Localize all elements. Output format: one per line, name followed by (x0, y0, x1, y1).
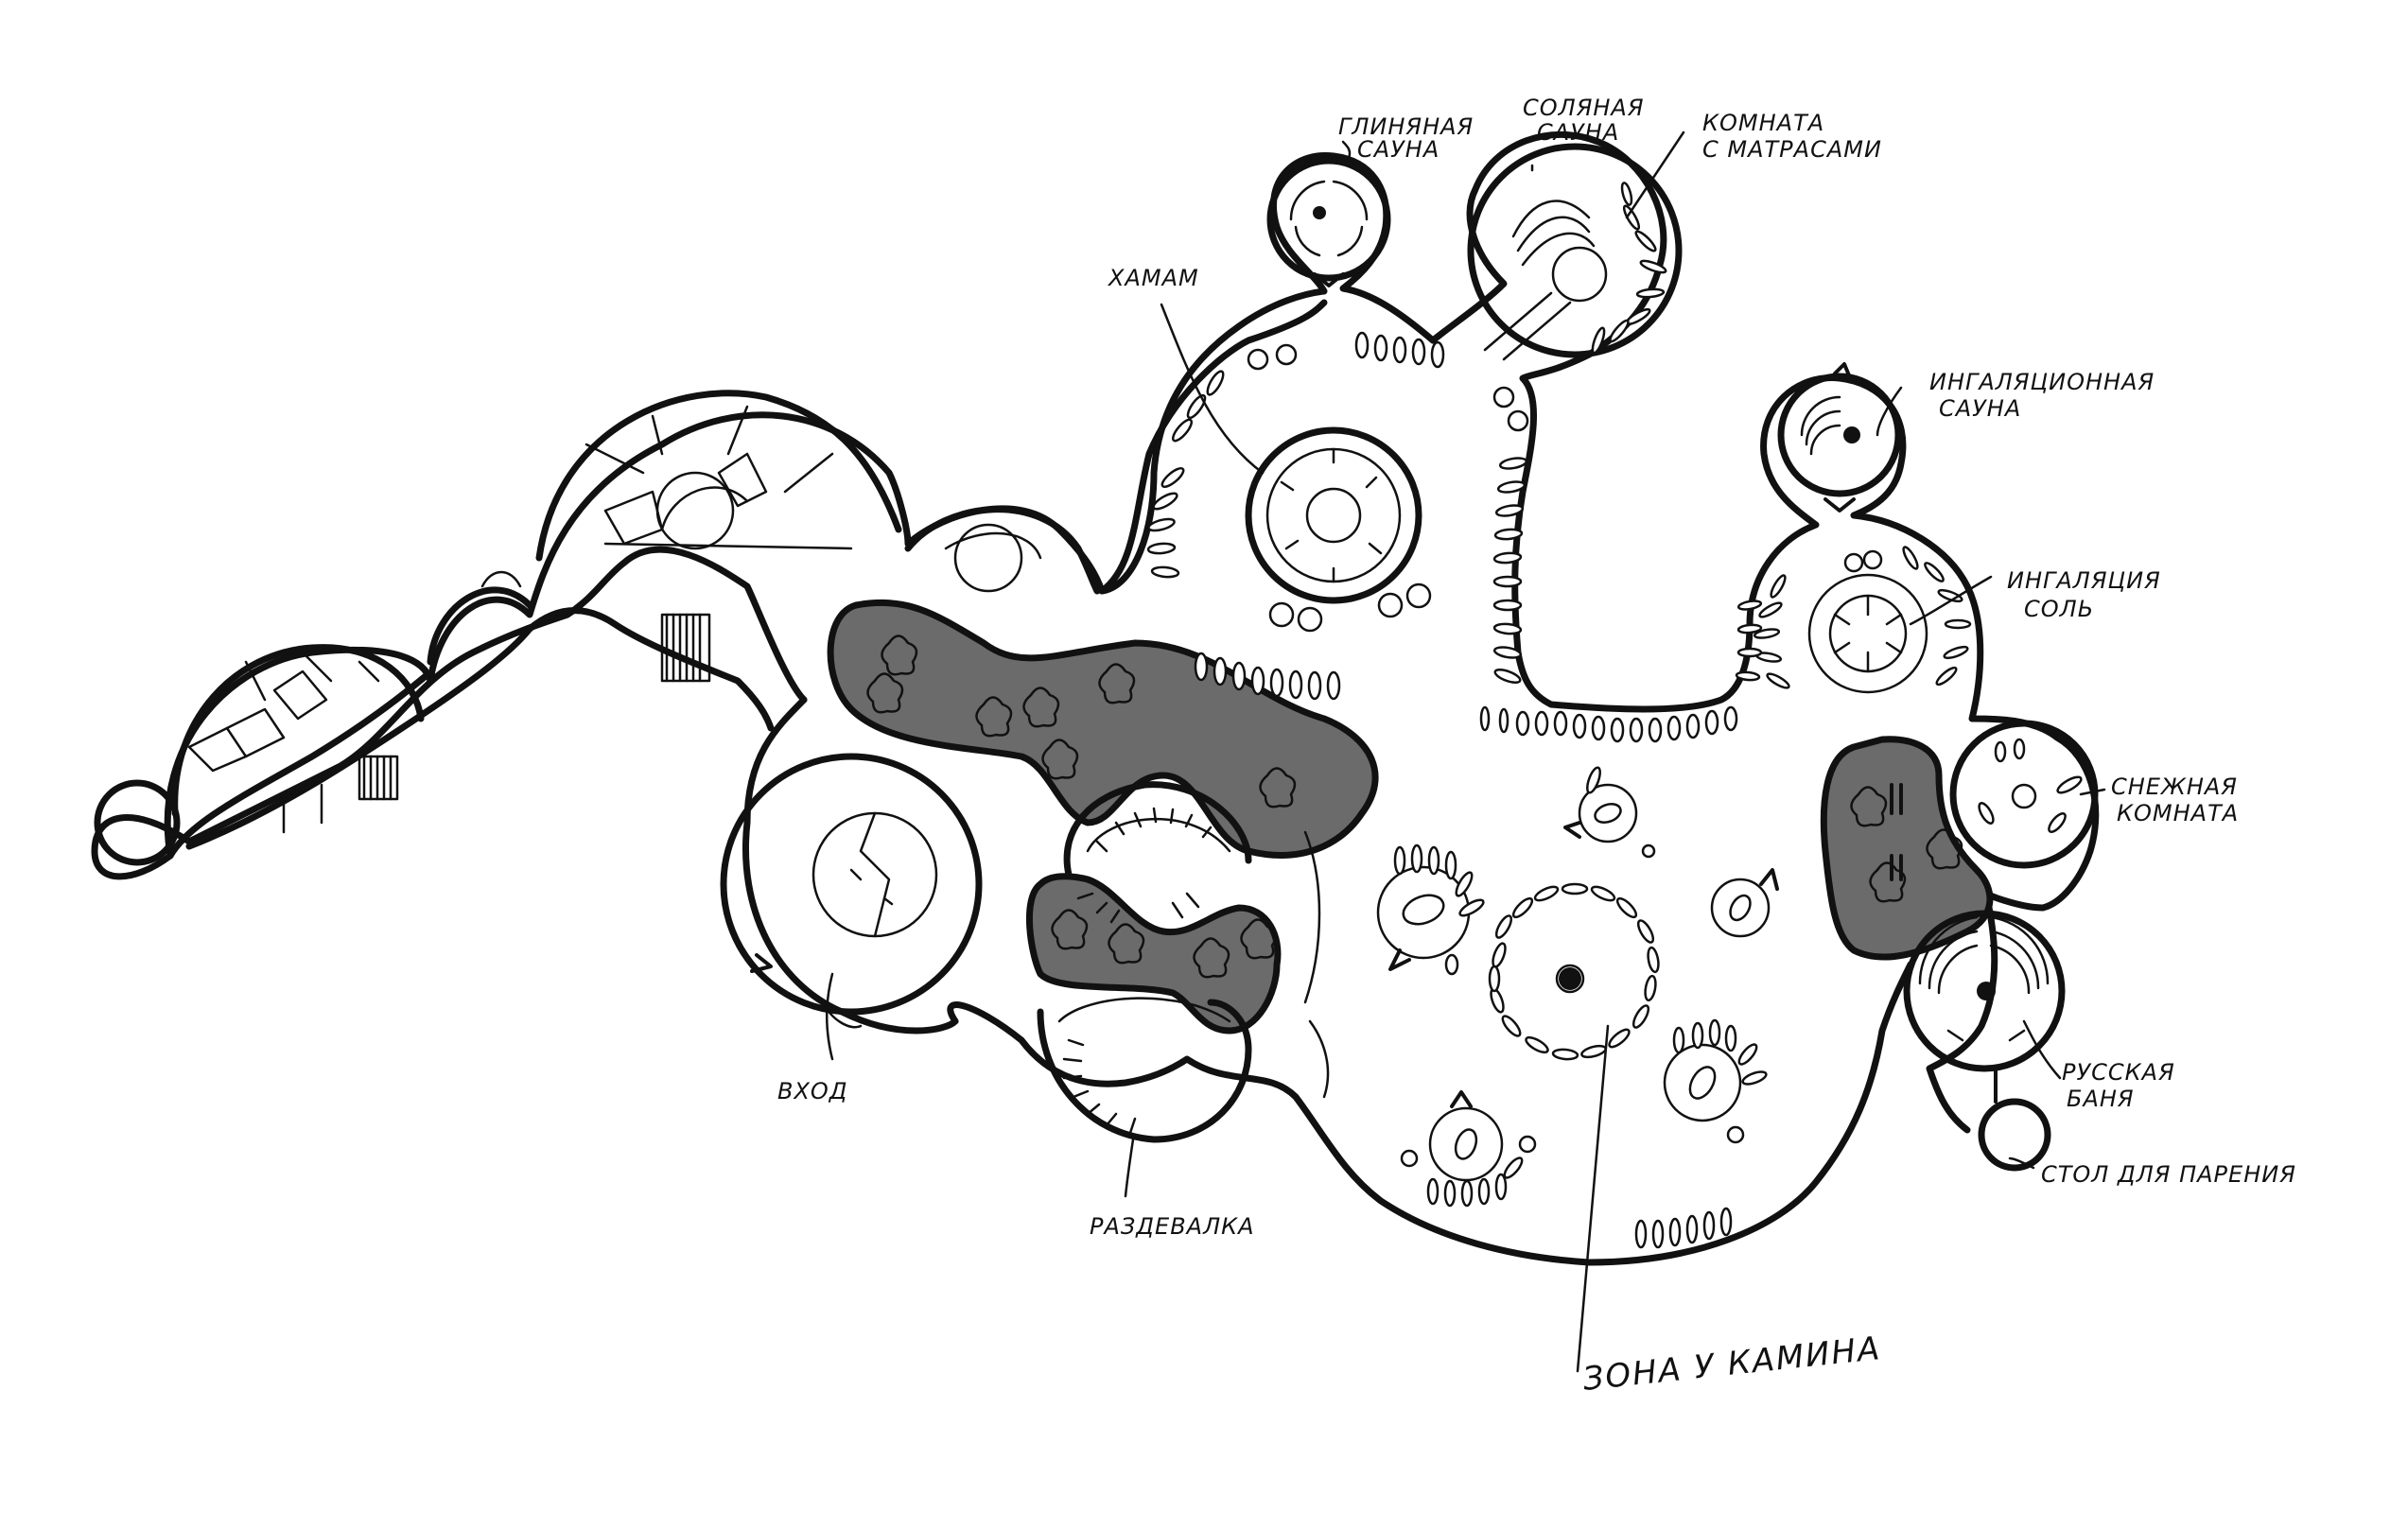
hammam-north-wall (1098, 130, 2100, 1134)
pod-south-west (1428, 1106, 1504, 1182)
label-salt-sauna-2: САУНА (1537, 119, 1619, 146)
corridor-benches-east (1735, 600, 1763, 682)
garden-east (1820, 736, 1994, 961)
fireplace-zone (1488, 882, 1660, 1061)
salt-sauna-room (1467, 143, 1683, 361)
inhalation-sauna-wall (1777, 373, 1902, 497)
label-snow-room-1: СНЕЖНАЯ (2111, 774, 2238, 800)
pod-west (1376, 865, 1471, 960)
changing-rooms (1037, 781, 1330, 1143)
label-fireplace-zone: ЗОНА У КАМИНА (1581, 1330, 1883, 1399)
entrance-inner (811, 811, 938, 938)
label-russian-bath-1: РУССКАЯ (2062, 1059, 2175, 1086)
label-changing-room: РАЗДЕВАЛКА (1090, 1213, 1255, 1240)
inhalation-sauna-room (1777, 362, 1902, 513)
west-end-pod (94, 779, 181, 866)
label-inhal-salt-1: ИНГАЛЯЦИЯ (2007, 567, 2161, 594)
west-wing-upper-wall (91, 299, 1328, 880)
hammam-ring-inner (1265, 447, 1402, 583)
west-wing-partitions (187, 405, 1042, 834)
hammam-ring-outer (1245, 426, 1422, 604)
hammam-benches (1146, 331, 1528, 701)
entrance-wall (720, 753, 983, 1016)
mattress-row (1591, 182, 1667, 355)
bench-row-north-lounge (1479, 705, 1509, 734)
salt-room-benches (1753, 546, 1972, 689)
pod-south-east (1663, 1043, 1742, 1122)
label-hammam: ХАМАМ (1107, 265, 1199, 291)
inhalation-salt-room (1515, 546, 1972, 743)
west-corridor-lower (185, 607, 775, 850)
snow-room (1949, 720, 2099, 869)
label-inhal-salt-2: СОЛЬ (2024, 596, 2094, 622)
fireplace (1559, 967, 1581, 990)
inhalation-salt-ring (1807, 573, 1928, 694)
steam-table-wall (1978, 1098, 2051, 1172)
russian-bath-wall (1903, 910, 2066, 1072)
entrance-room (720, 753, 983, 1029)
clay-sauna-room (1266, 157, 1391, 287)
corridor-benches-bottom (1515, 705, 1738, 743)
bench-row-hammam-left (1146, 370, 1225, 579)
west-wing-rooms (94, 390, 1101, 866)
west-wing-south-wall (185, 546, 808, 845)
room-labels: ГЛИНЯНАЯ САУНА СОЛЯНАЯ САУНА КОМНАТА С М… (777, 95, 2296, 1399)
fireplace-seating-ring (1488, 882, 1660, 1061)
snow-room-wall (1949, 720, 2099, 869)
hammam-center (1305, 487, 1362, 544)
garden-north (827, 599, 1379, 859)
russian-bath-room (1903, 910, 2066, 1104)
label-clay-sauna-1: ГЛИНЯНАЯ (1338, 113, 1474, 140)
pod-north (1578, 783, 1638, 843)
garden-south (1026, 873, 1282, 1034)
west-room-bulb-4 (904, 506, 1101, 595)
hammam-room (1245, 343, 1529, 633)
label-mattress-room-2: С МАТРАСАМИ (1702, 136, 1882, 163)
bench-row-hammam-right (1492, 457, 1528, 684)
bench-row-south (1634, 1207, 1733, 1249)
changing-room-upper (1063, 781, 1252, 878)
label-steam-table: СТОЛ ДЛЯ ПАРЕНИЯ (2041, 1161, 2296, 1188)
label-entrance: ВХОД (777, 1078, 848, 1104)
west-room-bulb-3 (535, 390, 902, 562)
leader-lines (825, 130, 2106, 1373)
garden-trees (866, 635, 1963, 979)
lounge-pods (1376, 705, 1779, 1249)
label-russian-bath-2: БАНЯ (2067, 1086, 2135, 1112)
west-room-bulb-2 (427, 586, 533, 666)
west-room-bulb-1 (171, 644, 425, 817)
courtyard-gardens (827, 599, 1994, 1034)
west-stairs (358, 613, 711, 801)
bench-row-hammam-top (1354, 331, 1445, 369)
bench-row-hammam-bottom (1194, 652, 1341, 701)
label-inhal-sauna-1: ИНГАЛЯЦИОННАЯ (1929, 369, 2155, 395)
pod-east (1710, 878, 1771, 938)
label-clay-sauna-2: САУНА (1357, 136, 1440, 163)
salt-sauna-wall (1467, 143, 1683, 358)
clay-sauna-wall (1266, 157, 1391, 282)
west-wing-lower-wall (166, 672, 429, 860)
label-inhal-sauna-2: САУНА (1939, 395, 2021, 422)
changing-room-lower (1037, 999, 1252, 1143)
label-snow-room-2: КОМНАТА (2117, 800, 2239, 826)
label-mattress-room-1: КОМНАТА (1702, 110, 1824, 136)
central-lounge-wall (742, 696, 1914, 1266)
label-salt-sauna-1: СОЛЯНАЯ (1523, 95, 1645, 121)
